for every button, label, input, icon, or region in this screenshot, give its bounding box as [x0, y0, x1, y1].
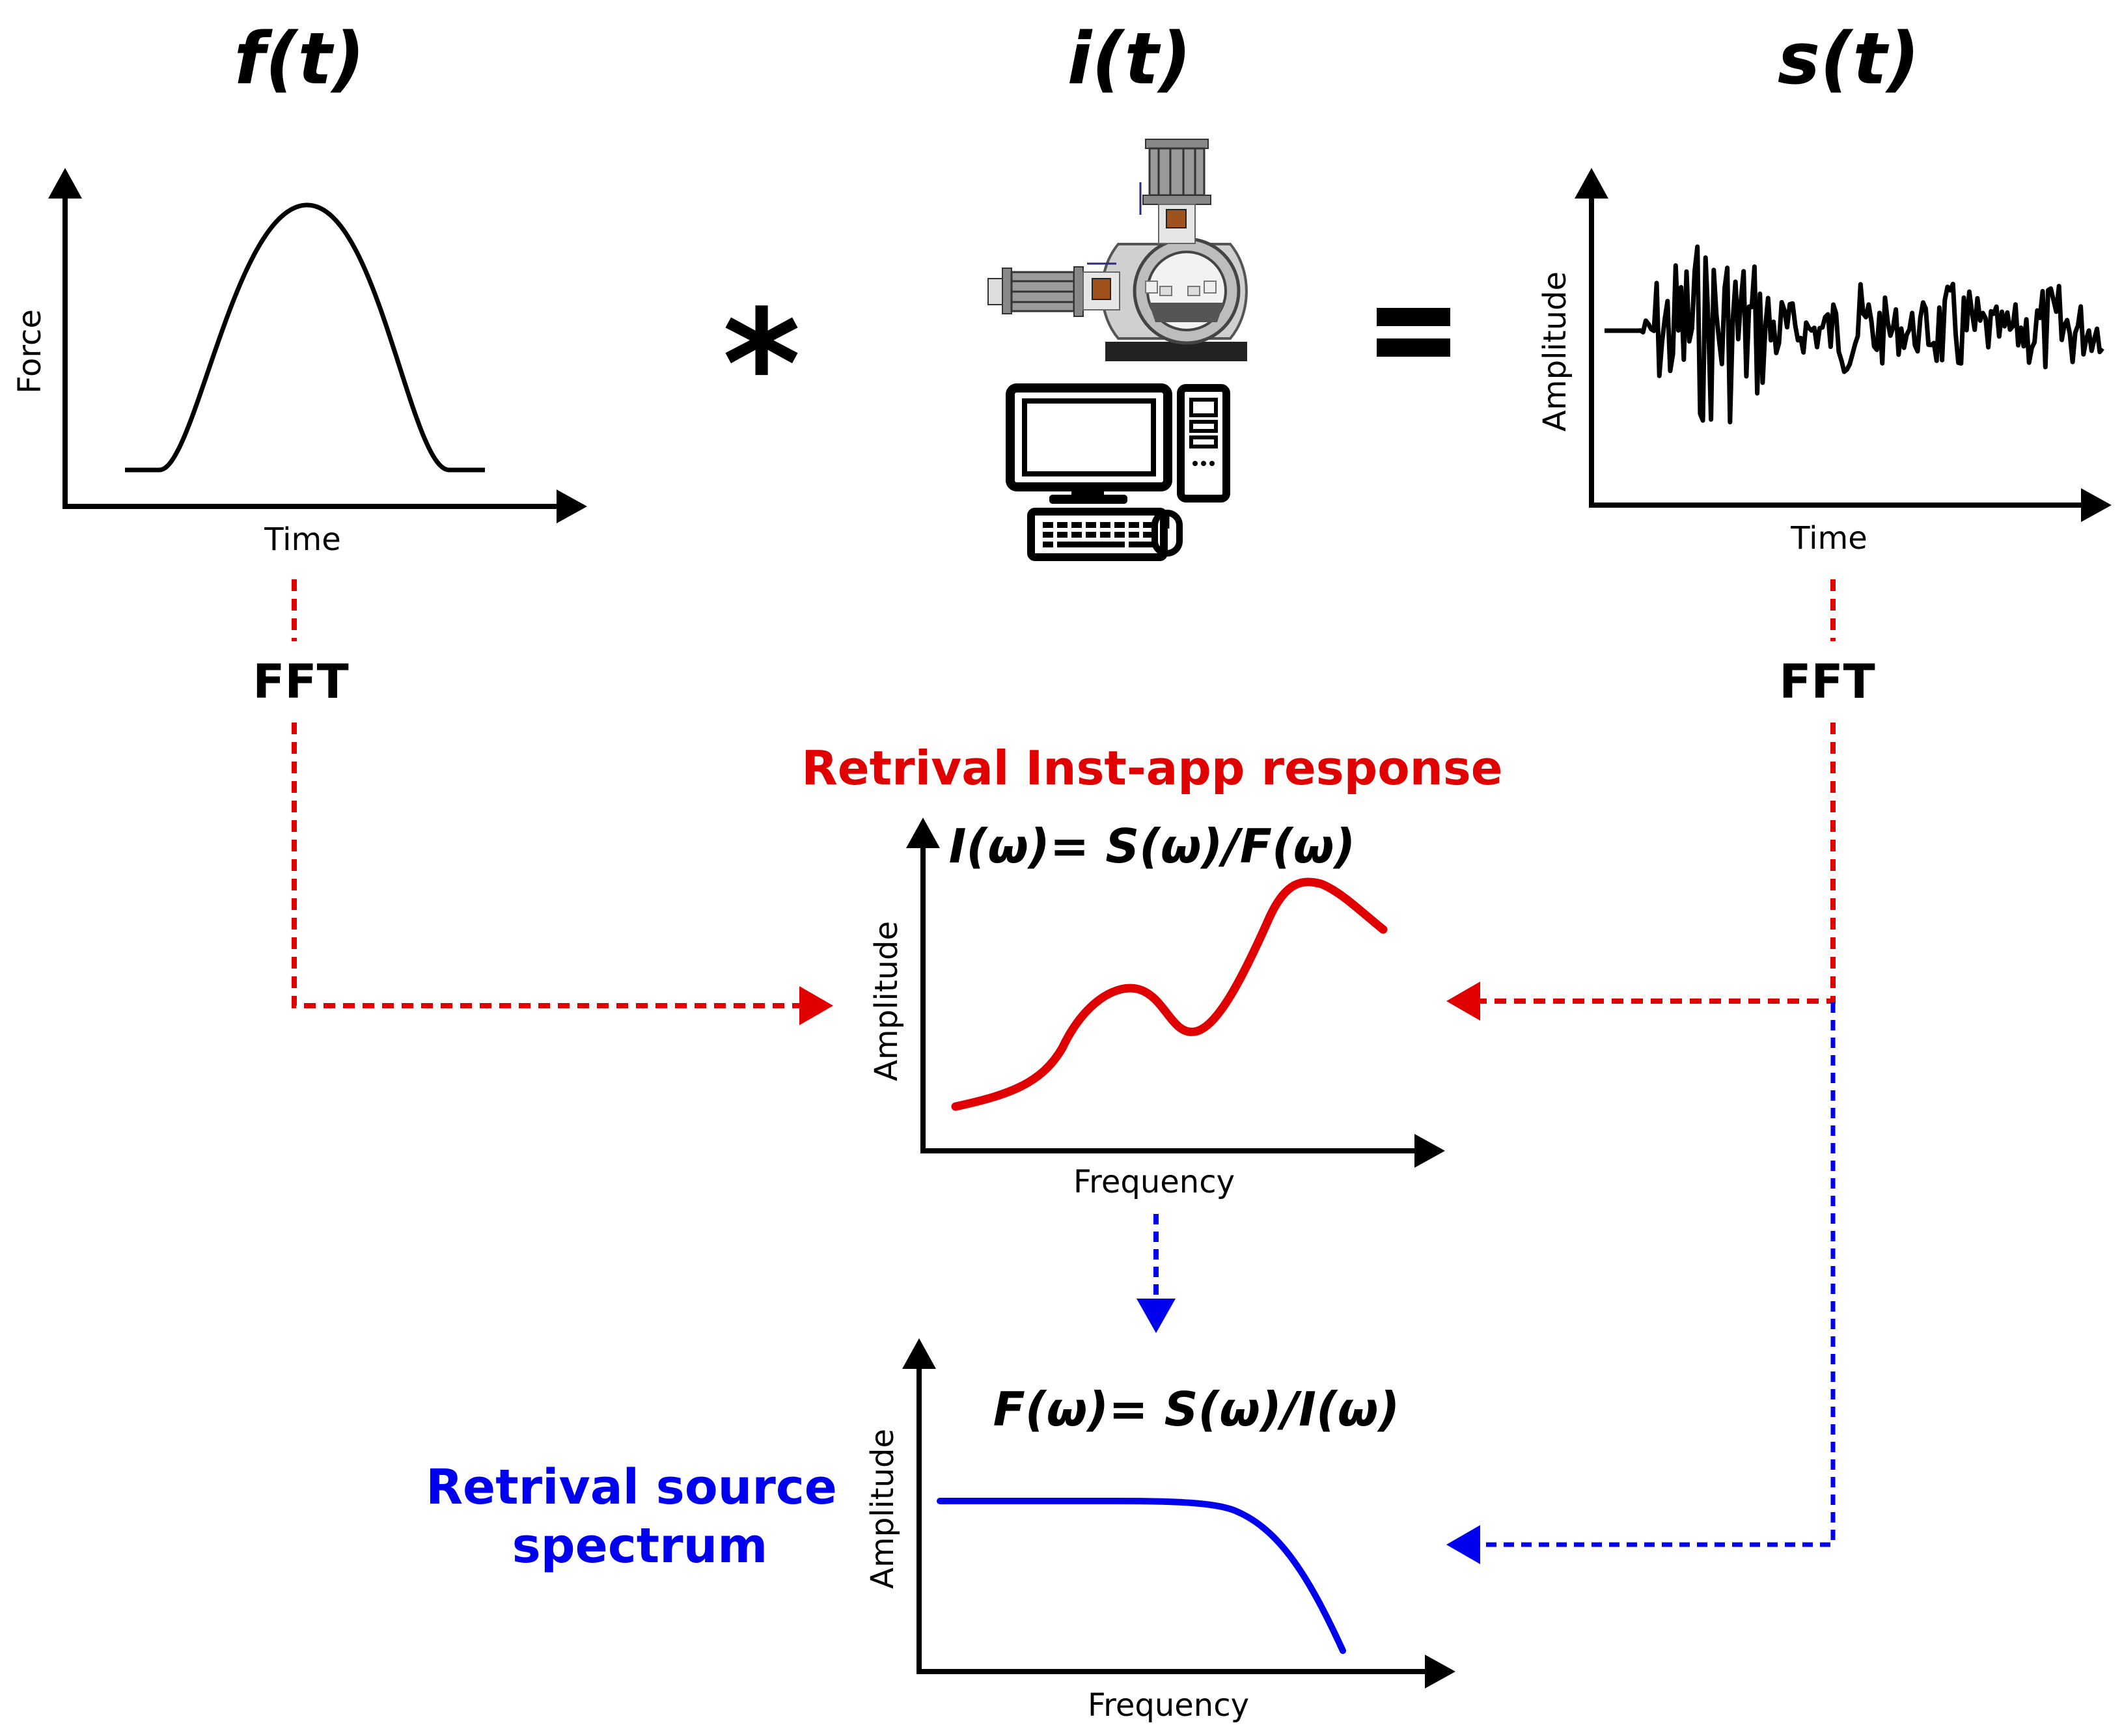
source-y-arrowhead: [902, 1338, 936, 1369]
inst-formula: I(ω)= S(ω)/F(ω): [949, 819, 1356, 874]
left-red-connector: [292, 723, 801, 1008]
right-blue-arrowhead: [1446, 1525, 1480, 1564]
signal-function-title: s(t): [1778, 17, 1920, 100]
equals-operator: [1377, 308, 1450, 357]
instrument-apparatus-icon: [987, 139, 1248, 361]
inst-response-heading: Retrival Inst-app response: [801, 741, 1502, 795]
signal-x-arrowhead: [2081, 488, 2112, 522]
inst-x-label: Frequency: [1073, 1164, 1235, 1200]
force-x-label: Time: [264, 521, 340, 558]
source-x-arrowhead: [1425, 1655, 1455, 1688]
inst-y-label: Amplitude: [868, 921, 905, 1081]
force-function-title: f(t): [234, 17, 365, 100]
source-y-label: Amplitude: [864, 1429, 901, 1589]
left-fft-label: FFT: [253, 654, 348, 709]
source-spectrum-heading-line1: Retrival source: [426, 1459, 837, 1515]
force-x-arrowhead: [557, 489, 587, 523]
force-pulse-curve: [125, 202, 485, 473]
inst-response-curve: [951, 877, 1388, 1111]
signal-waveform: [1605, 244, 2104, 424]
signal-plot: Amplitude Time: [1537, 168, 2112, 557]
right-blue-connector: [1479, 1002, 1836, 1547]
convolution-operator: *: [723, 279, 801, 452]
signal-y-label: Amplitude: [1537, 271, 1573, 432]
inst-x-arrowhead: [1414, 1134, 1445, 1168]
source-spectrum-plot: F(ω)= S(ω)/I(ω) Amplitude Frequency: [864, 1338, 1455, 1724]
left-red-arrowhead: [799, 986, 833, 1025]
center-blue-arrowhead: [1137, 1299, 1176, 1333]
right-red-arrowhead: [1446, 982, 1480, 1021]
source-spectrum-curve: [937, 1498, 1346, 1654]
source-formula: F(ω)= S(ω)/I(ω): [993, 1382, 1400, 1437]
source-x-label: Frequency: [1088, 1687, 1249, 1724]
right-red-connector: [1479, 723, 1836, 1004]
desktop-computer-icon: [1006, 383, 1230, 561]
right-fft-label: FFT: [1779, 654, 1875, 709]
inst-y-arrowhead: [906, 818, 940, 848]
instrument-function-title: i(t): [1068, 17, 1192, 100]
signal-y-arrowhead: [1575, 168, 1608, 199]
signal-x-label: Time: [1790, 520, 1867, 557]
force-plot: Force Time: [12, 168, 587, 558]
force-y-arrowhead: [48, 168, 82, 199]
force-y-label: Force: [12, 309, 48, 394]
inst-response-plot: I(ω)= S(ω)/F(ω) Amplitude Frequency: [868, 818, 1445, 1200]
source-spectrum-heading-line2: spectrum: [512, 1518, 768, 1574]
